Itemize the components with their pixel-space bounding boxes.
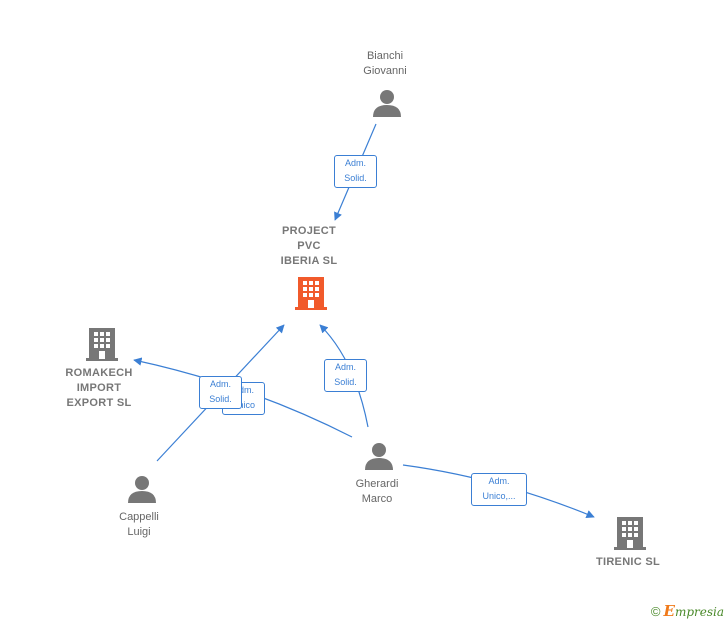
company-label-tirenic[interactable]: TIRENIC SL <box>595 556 661 568</box>
person-icon[interactable] <box>127 474 157 509</box>
person-label-bianchi[interactable]: Bianchi Giovanni <box>363 50 407 77</box>
person-icon[interactable] <box>364 441 394 476</box>
empresia-watermark: ©Empresia <box>651 602 724 620</box>
company-label-romakech[interactable]: ROMAKECH IMPORT EXPORT SL <box>65 367 133 409</box>
edge-label-gherardi-tirenic[interactable]: Adm. Unico,... <box>471 473 527 506</box>
person-label-gherardi[interactable]: Gherardi Marco <box>355 478 399 505</box>
building-icon[interactable] <box>295 276 327 315</box>
person-icon[interactable] <box>372 88 402 123</box>
edge-label-gherardi-project[interactable]: Adm. Solid. <box>324 359 367 392</box>
edge-label-bianchi-project[interactable]: Adm. Solid. <box>334 155 377 188</box>
edge-label-cappelli-project[interactable]: Adm. Solid. <box>199 376 242 409</box>
person-label-cappelli[interactable]: Cappelli Luigi <box>119 511 159 538</box>
building-icon[interactable] <box>614 516 646 555</box>
copyright-symbol: © <box>650 604 661 619</box>
company-label-project-pvc-iberia[interactable]: PROJECT PVC IBERIA SL <box>280 225 338 267</box>
empresia-logo: Empresia <box>663 602 725 620</box>
building-icon[interactable] <box>86 327 118 366</box>
